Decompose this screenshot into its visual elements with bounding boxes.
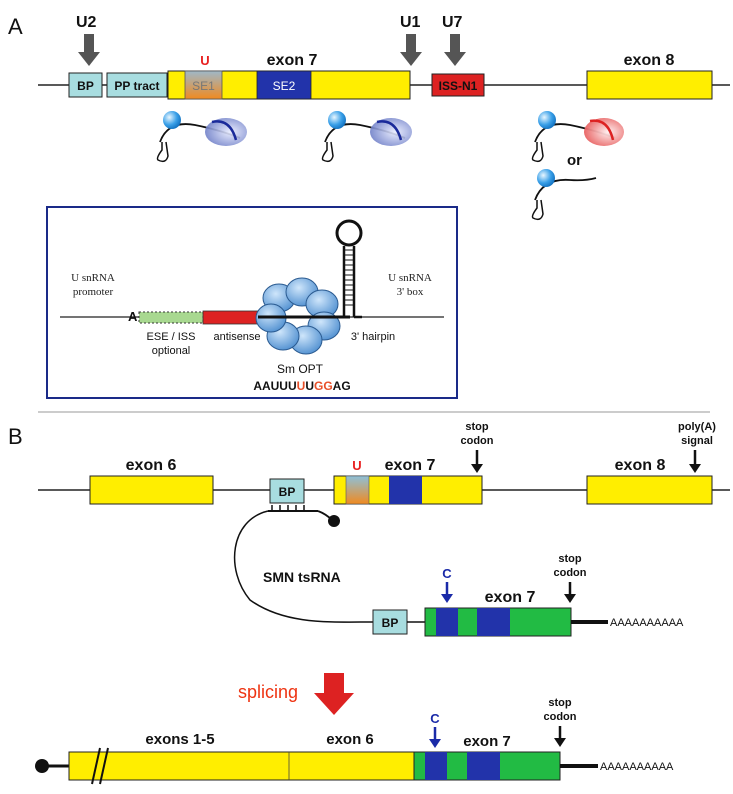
antisense-label: antisense xyxy=(213,331,260,343)
se2-box xyxy=(256,70,312,100)
exon6-b xyxy=(89,475,214,505)
u1-arrow-icon xyxy=(400,34,422,66)
antisense-segment xyxy=(202,310,265,325)
bp-box-ts xyxy=(372,609,408,635)
break-mark-icon xyxy=(91,747,109,785)
exon8-a xyxy=(586,70,713,100)
u2-arrow-icon xyxy=(78,34,100,66)
c-box-final xyxy=(425,752,447,780)
snrna-particle-2 xyxy=(321,111,412,163)
bp-box-a xyxy=(68,72,103,98)
exon6-b-label: exon 6 xyxy=(126,457,177,474)
exon6-final-label: exon 6 xyxy=(326,731,374,748)
exon7-ts-label: exon 7 xyxy=(485,589,536,606)
panel-a-letter: A xyxy=(8,14,23,39)
seq-part-3: U xyxy=(305,379,314,393)
polya-tail-final: AAAAAAAAAA xyxy=(600,761,674,773)
exon7-b-label: exon 7 xyxy=(385,457,436,474)
construct-box: U snRNA promoter U snRNA 3' box A ESE / … xyxy=(46,206,458,399)
iss-n1-label: ISS-N1 xyxy=(439,79,478,93)
stop-arrow-final-icon xyxy=(554,726,566,747)
seq-part-4: GG xyxy=(314,379,333,393)
tsrna-label: SMN tsRNA xyxy=(263,569,341,585)
hairpin-label: 3' hairpin xyxy=(351,331,395,343)
se2-label: SE2 xyxy=(273,79,296,93)
bp-box-ts-label: BP xyxy=(382,616,399,630)
exon7-a-label: exon 7 xyxy=(267,52,318,69)
seq-part-5: AG xyxy=(333,379,351,393)
pp-tract-box xyxy=(106,72,168,98)
promoter-label-2: promoter xyxy=(73,286,114,298)
box3-label-1: U snRNA xyxy=(388,272,432,284)
se2-box-ts xyxy=(477,608,510,636)
u7-label: U7 xyxy=(442,14,463,31)
bp-box-b xyxy=(269,478,305,504)
panel-b: B exon 6 BP U exon 7 stop codon exon 8 p… xyxy=(8,421,730,785)
c-arrow-ts-icon xyxy=(441,582,453,603)
hairpin-stem-loop xyxy=(335,219,363,319)
se1-box xyxy=(184,70,223,100)
exons15-label: exons 1-5 xyxy=(145,731,214,748)
polya-label-1: poly(A) xyxy=(678,421,716,433)
sm-opt-label: Sm OPT xyxy=(277,362,324,376)
iss-n1-box xyxy=(431,73,485,97)
pp-tract-label: PP tract xyxy=(114,79,159,93)
se1-label: SE1 xyxy=(192,79,215,93)
c-box-ts xyxy=(436,608,458,636)
panel-a: A U2 BP PP tract exon 7 SE1 U SE2 U1 xyxy=(8,14,730,221)
exons1-6-block xyxy=(68,751,415,781)
polya-label-2: signal xyxy=(681,435,713,447)
stop-label-final-1: stop xyxy=(548,697,572,709)
c-mark-final: C xyxy=(430,711,440,726)
polya-arrow-icon xyxy=(689,450,701,473)
sm-opt-sequence: AAUUUUUGGAG xyxy=(253,379,350,393)
bp-box-a-label: BP xyxy=(77,79,94,93)
stop-label-b-2: codon xyxy=(461,435,494,447)
stop-label-ts-1: stop xyxy=(558,553,582,565)
stop-label-final-2: codon xyxy=(544,711,577,723)
c-mark-ts: C xyxy=(442,566,452,581)
stop-arrow-b-icon xyxy=(471,450,483,473)
exon8-a-label: exon 8 xyxy=(624,52,675,69)
se2-box-b xyxy=(389,476,422,504)
u-mark-a: U xyxy=(200,53,209,68)
snrna-particle-3 xyxy=(531,111,624,163)
exon8-b-label: exon 8 xyxy=(615,457,666,474)
u2-label: U2 xyxy=(76,14,97,31)
ese-label-2: optional xyxy=(152,345,191,357)
tsrna-binding xyxy=(233,505,374,623)
exon8-b xyxy=(586,475,713,505)
box3-label-2: 3' box xyxy=(397,286,424,298)
stop-label-b-1: stop xyxy=(465,421,489,433)
ese-label-1: ESE / ISS xyxy=(147,331,196,343)
or-label: or xyxy=(567,152,582,169)
exon7-final-label: exon 7 xyxy=(463,733,511,750)
snrna-particle-4 xyxy=(531,169,597,221)
seq-part-1: AAUUU xyxy=(253,379,296,393)
stop-arrow-ts-icon xyxy=(564,582,576,603)
polya-tail-ts: AAAAAAAAAA xyxy=(610,617,684,629)
c-arrow-final-icon xyxy=(429,727,441,748)
u-box-b xyxy=(345,475,370,505)
u-mark-b: U xyxy=(352,458,361,473)
promoter-label-1: U snRNA xyxy=(71,272,115,284)
splicing-arrow-icon xyxy=(314,673,354,715)
bp-box-b-label: BP xyxy=(279,485,296,499)
sm-ring xyxy=(255,277,350,355)
a-letter: A xyxy=(128,309,138,324)
splicing-label: splicing xyxy=(238,682,298,702)
seq-part-2: U xyxy=(297,379,306,393)
u1-label: U1 xyxy=(400,14,421,31)
panel-b-letter: B xyxy=(8,424,23,449)
ese-iss-segment xyxy=(138,311,204,324)
u7-arrow-icon xyxy=(444,34,466,66)
se2-box-final xyxy=(467,752,500,780)
snrna-particle-1 xyxy=(156,111,247,163)
stop-label-ts-2: codon xyxy=(554,567,587,579)
